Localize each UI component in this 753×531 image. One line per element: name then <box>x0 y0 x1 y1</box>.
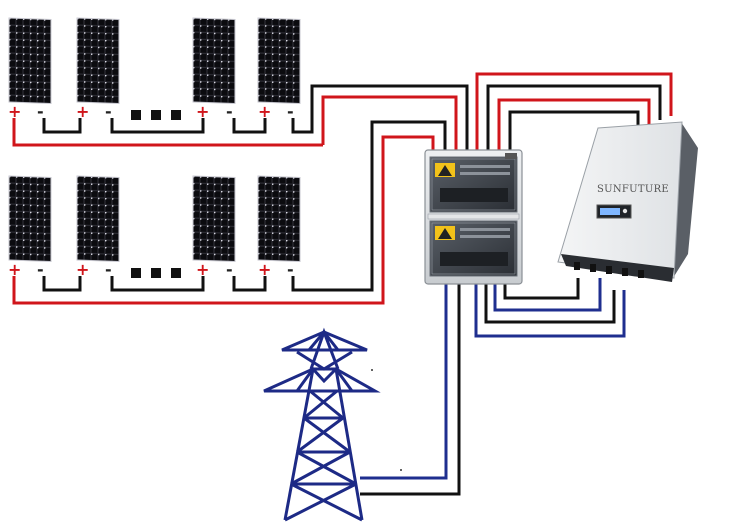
row1-series-link-3 <box>232 118 267 134</box>
dc-out-negative-1 <box>486 84 662 152</box>
row1-series-link-2 <box>110 118 205 134</box>
terminal-plus: + <box>258 260 271 279</box>
solar-panel-icon <box>76 17 120 104</box>
transmission-tower-icon <box>263 327 381 522</box>
terminal-plus: + <box>8 260 21 279</box>
terminal-minus: - <box>105 260 112 279</box>
terminal-minus: - <box>105 102 112 121</box>
grid-line-black <box>360 282 461 496</box>
row1-positive-wire <box>12 118 323 147</box>
solar-panel-icon <box>8 175 52 262</box>
terminal-minus: - <box>287 102 294 121</box>
continuation-dots <box>131 110 181 120</box>
inverter-icon: SUNFUTURE <box>557 121 698 282</box>
dc-out-positive-1 <box>475 72 673 152</box>
row2-terminals: + - + - + - + - <box>8 260 294 279</box>
combiner-box-icon <box>424 149 523 285</box>
row2-series-link-2 <box>110 276 205 292</box>
row1-series-link-1 <box>42 118 82 134</box>
row2-series-link-3 <box>232 276 267 292</box>
terminal-plus: + <box>196 102 209 121</box>
panel-array-row-2 <box>8 175 301 262</box>
terminal-plus: + <box>76 260 89 279</box>
row2-series-link-1 <box>42 276 82 292</box>
row2-negative-home-run <box>291 120 447 292</box>
terminal-minus: - <box>226 102 233 121</box>
row2-positive-wire <box>12 135 435 305</box>
terminal-minus: - <box>287 260 294 279</box>
solar-panel-icon <box>76 175 120 262</box>
ac-line-1 <box>503 278 580 300</box>
solar-panel-icon <box>8 17 52 104</box>
terminal-minus: - <box>226 260 233 279</box>
dc-wiring <box>12 72 673 496</box>
grid-line-blue <box>360 282 448 480</box>
row1-terminals: + - + - + - + - <box>8 102 294 121</box>
solar-panel-icon <box>257 175 301 262</box>
terminal-minus: - <box>37 102 44 121</box>
terminal-plus: + <box>196 260 209 279</box>
solar-panel-icon <box>257 17 301 104</box>
solar-panel-icon <box>192 175 236 262</box>
dc-out-positive-2 <box>497 98 651 152</box>
terminal-plus: + <box>8 102 21 121</box>
dc-out-negative-2 <box>508 110 640 152</box>
ac-line-2 <box>493 278 602 312</box>
panel-array-row-1 <box>8 17 301 104</box>
ac-line-4 <box>474 282 626 338</box>
row1-negative-home-run <box>291 84 469 152</box>
terminal-minus: - <box>37 260 44 279</box>
row1-positive-home-run <box>321 95 458 152</box>
continuation-dots <box>131 268 181 278</box>
terminal-plus: + <box>258 102 271 121</box>
inverter-brand-label: SUNFUTURE <box>597 184 669 195</box>
solar-panel-icon <box>192 17 236 104</box>
terminal-plus: + <box>76 102 89 121</box>
ac-line-3 <box>484 282 616 324</box>
